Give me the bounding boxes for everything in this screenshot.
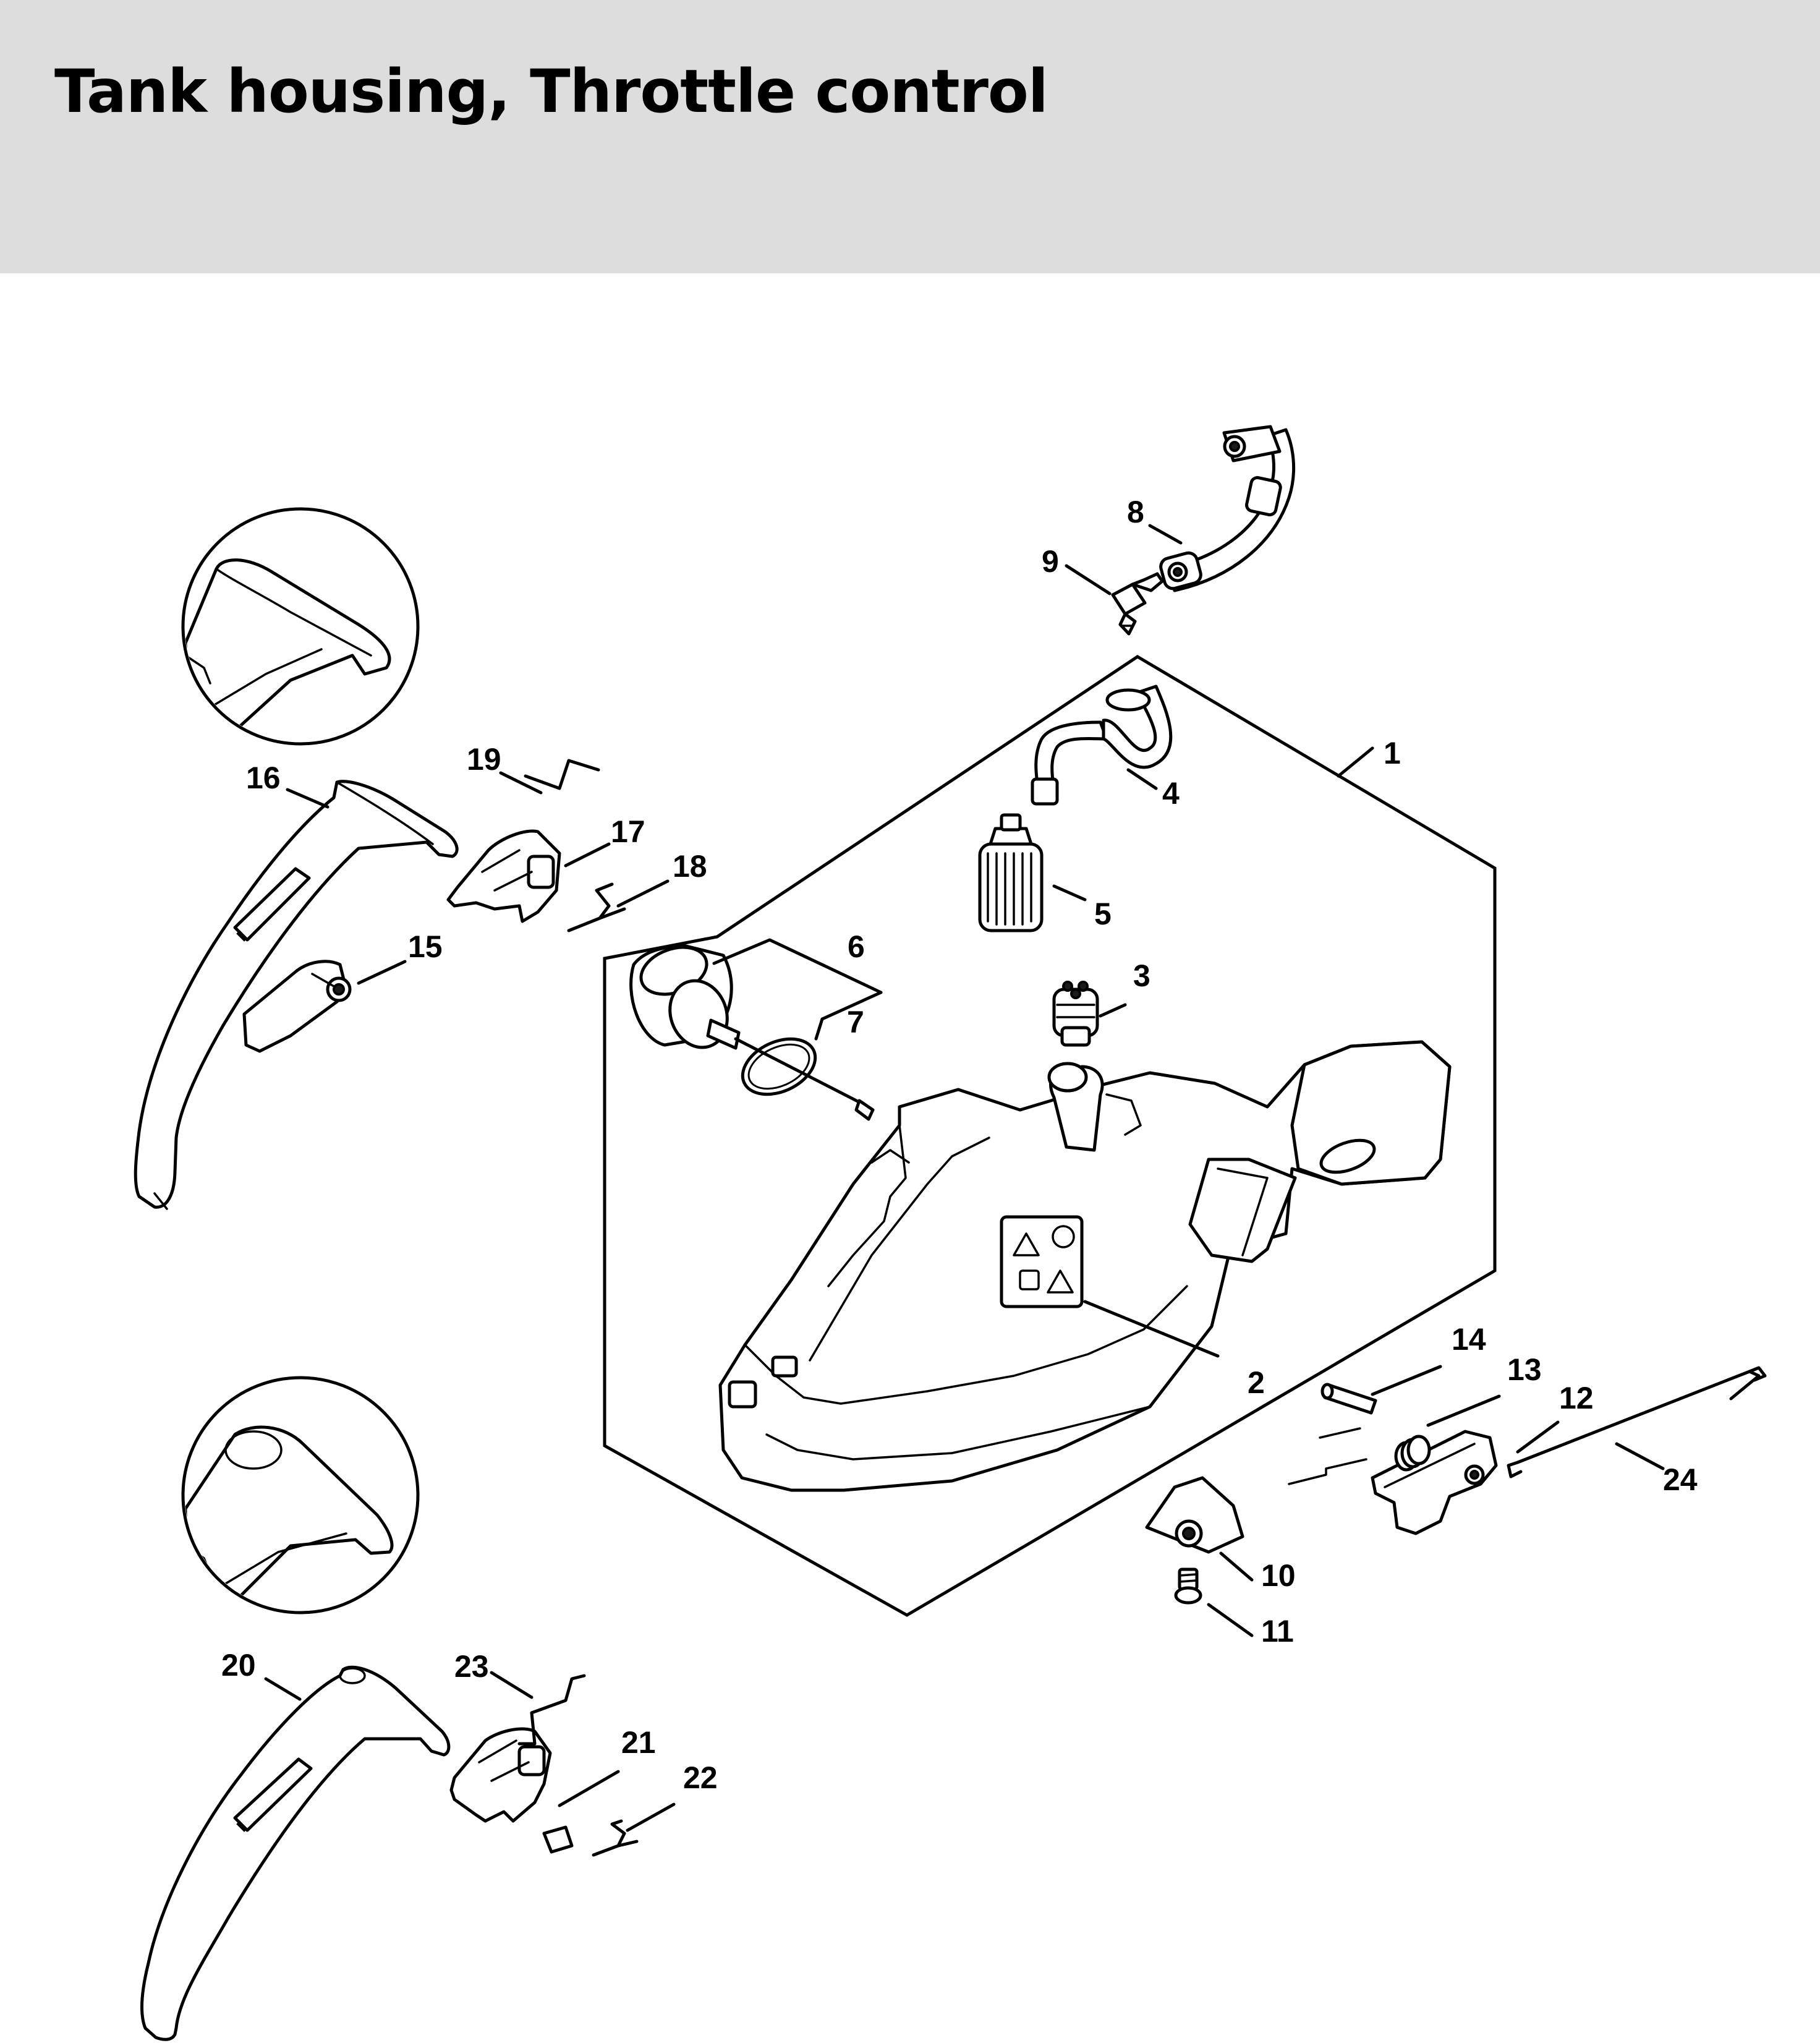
callout-14: 14	[1452, 1322, 1486, 1357]
part-torsion-spring[interactable]	[1394, 1435, 1431, 1472]
part-clip-upper[interactable]	[567, 882, 626, 932]
page-title: Tank housing, Throttle control	[54, 57, 1048, 126]
callout-1: 1	[1384, 736, 1401, 770]
part-fuel-line[interactable]	[1159, 425, 1296, 592]
callout-23: 23	[454, 1649, 489, 1684]
part-o-ring[interactable]	[734, 1028, 824, 1106]
detail-circle-lower	[181, 1376, 420, 1614]
part-spring-upper[interactable]	[524, 759, 600, 790]
exploded-parts-diagram: 1 2 3 4 5 6 7 8 9 10 11 12 13 14 15 16 1…	[0, 273, 1820, 2043]
assembly-guide-lines	[1288, 1427, 1367, 1485]
callout-labels: 1 2 3 4 5 6 7 8 9 10 11 12 13 14 15 16 1…	[221, 495, 1698, 1795]
callout-17: 17	[611, 814, 645, 849]
part-lever-upper[interactable]	[242, 960, 352, 1053]
callout-10: 10	[1261, 1558, 1296, 1593]
callout-6: 6	[848, 929, 865, 964]
part-spring-lower[interactable]	[517, 1674, 586, 1746]
callout-11: 11	[1261, 1614, 1294, 1648]
header-bar: Tank housing, Throttle control	[0, 0, 1820, 273]
callout-13: 13	[1507, 1352, 1542, 1387]
callout-8: 8	[1127, 495, 1144, 529]
callout-16: 16	[246, 761, 281, 795]
part-cover-plate[interactable]	[1145, 1476, 1244, 1554]
leader-lines	[264, 524, 1665, 1832]
assembly-outline	[603, 655, 1497, 1617]
callout-3: 3	[1133, 958, 1150, 993]
part-fuel-hose[interactable]	[1031, 685, 1173, 806]
part-fuel-filter[interactable]	[978, 813, 1044, 932]
callout-4: 4	[1162, 776, 1180, 811]
part-elbow-fitting[interactable]	[1111, 572, 1164, 636]
part-tank-vent[interactable]	[1052, 981, 1099, 1047]
callout-21: 21	[621, 1725, 656, 1760]
callout-12: 12	[1559, 1381, 1594, 1415]
callout-24: 24	[1663, 1462, 1698, 1497]
detail-circle-upper	[181, 507, 420, 746]
callout-19: 19	[467, 742, 501, 777]
callout-15: 15	[408, 929, 443, 964]
part-screw[interactable]	[1174, 1567, 1202, 1605]
part-switch-shaft-lower[interactable]	[449, 1727, 574, 1854]
part-tank-housing[interactable]	[718, 1040, 1452, 1492]
part-filler-cap[interactable]	[629, 939, 875, 1121]
callout-18: 18	[673, 849, 707, 884]
part-handle-cover-lower[interactable]	[140, 1665, 451, 2041]
part-switch-shaft-upper[interactable]	[446, 829, 561, 923]
callout-5: 5	[1094, 897, 1112, 931]
callout-22: 22	[683, 1760, 718, 1795]
part-throttle-rod[interactable]	[1507, 1366, 1767, 1478]
part-clip-lower[interactable]	[592, 1819, 639, 1857]
callout-20: 20	[221, 1648, 256, 1683]
callout-9: 9	[1042, 544, 1059, 579]
callout-7: 7	[847, 1005, 864, 1039]
part-handle-cover-upper[interactable]	[134, 780, 459, 1210]
part-pin[interactable]	[1320, 1383, 1377, 1415]
part-throttle-trigger[interactable]	[1371, 1430, 1498, 1535]
callout-2: 2	[1248, 1365, 1265, 1400]
